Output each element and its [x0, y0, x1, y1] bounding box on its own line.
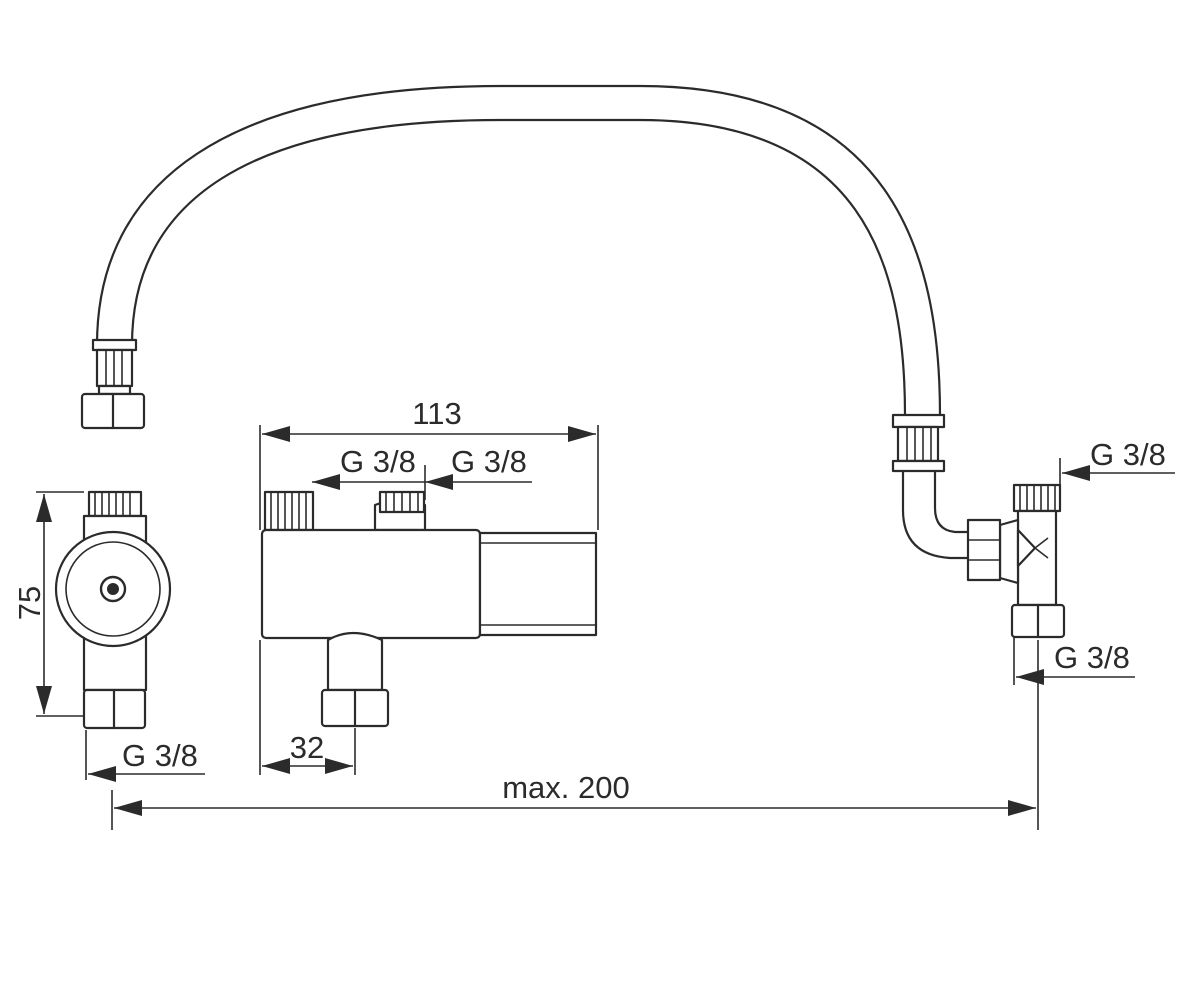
dimension-113	[259, 425, 599, 530]
dimension-g38-tee-top	[1059, 458, 1175, 486]
dimension-75	[36, 491, 84, 717]
dimension-g38-top	[312, 465, 532, 500]
side-view	[54, 490, 172, 730]
thread-label-tee-bottom: G 3/8	[1054, 640, 1130, 675]
connection-pipe	[901, 469, 970, 560]
dimension-label-113: 113	[412, 396, 461, 431]
front-view	[260, 490, 598, 728]
tee-fitting	[966, 483, 1066, 639]
thread-label-top-left: G 3/8	[340, 444, 416, 479]
thread-label-tee-top: G 3/8	[1090, 437, 1166, 472]
dimension-label-max-200: max. 200	[502, 770, 630, 805]
dimension-g38-tee-bottom	[1013, 637, 1135, 685]
hose-end-nut	[80, 338, 146, 430]
dimension-label-75: 75	[12, 586, 47, 620]
dimension-label-32: 32	[290, 730, 324, 765]
thread-label-top-right: G 3/8	[451, 444, 527, 479]
dimension-g38-side	[85, 730, 205, 782]
flexible-hose	[95, 84, 942, 417]
hose-end-ferrule	[891, 413, 946, 473]
thread-label-side: G 3/8	[122, 738, 198, 773]
dimension-32	[259, 640, 356, 775]
